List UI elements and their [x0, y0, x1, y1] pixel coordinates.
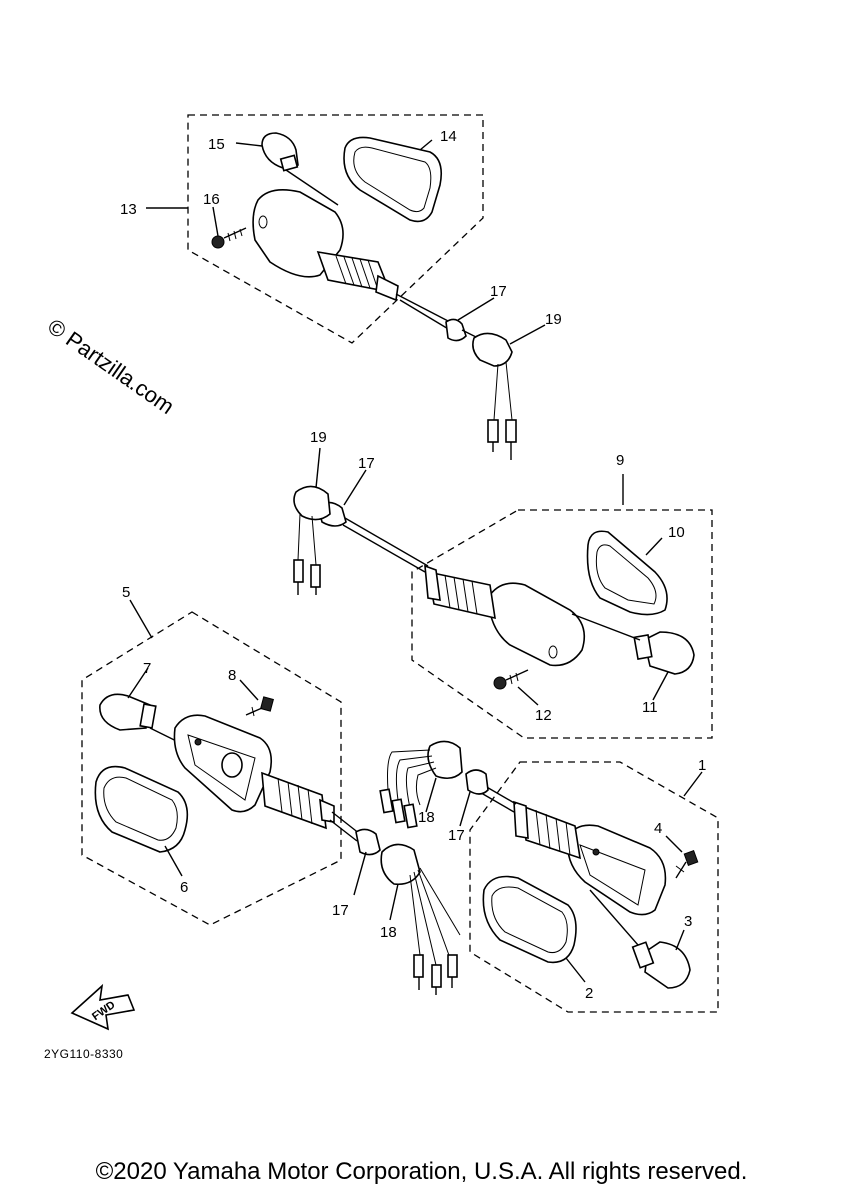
lens-10: [586, 530, 668, 616]
callout-2: 2: [585, 985, 593, 1002]
bulb-11: [633, 631, 695, 675]
screw-12: [493, 669, 529, 690]
callout-9: 9: [616, 452, 624, 469]
callout-10: 10: [668, 524, 685, 541]
callout-12: 12: [535, 707, 552, 724]
callout-17-top: 17: [490, 283, 507, 300]
lens-6: [94, 765, 189, 853]
callout-19-top: 19: [545, 311, 562, 328]
connector-18-left: [329, 811, 461, 995]
screw-8: [245, 696, 274, 717]
flasher-assembly-rear-right: [411, 474, 713, 739]
callout-8: 8: [228, 667, 236, 684]
connector-19-middle: [293, 447, 429, 595]
housing-9: [487, 582, 586, 667]
screw-4: [675, 850, 699, 879]
callout-14: 14: [440, 128, 457, 145]
callout-6: 6: [180, 879, 188, 896]
diagram-code: 2YG110-8330: [44, 1047, 123, 1061]
callout-18-upper: 18: [418, 809, 435, 826]
callout-7: 7: [143, 660, 151, 677]
callout-4: 4: [654, 820, 662, 837]
callout-3: 3: [684, 913, 692, 930]
lens-2: [482, 875, 577, 964]
bulb-15: [261, 132, 299, 172]
callout-11: 11: [642, 699, 658, 716]
partzilla-watermark: © Partzilla.com: [43, 314, 179, 420]
callout-labels: 1 2 3 4 5 6 7 8 9 10 11 12 13 14 15 16 1…: [120, 128, 706, 1002]
callout-5: 5: [122, 584, 130, 601]
callout-15: 15: [208, 136, 225, 153]
lens-14: [343, 136, 443, 223]
connector-18-right: [379, 740, 517, 829]
flasher-assembly-front-left: [81, 599, 342, 926]
bulb-7: [99, 693, 157, 731]
housing-1: [566, 824, 667, 916]
callout-1: 1: [698, 757, 706, 774]
callout-17-lower-left: 17: [332, 902, 349, 919]
flasher-assembly-rear-left: [146, 114, 484, 344]
callout-13: 13: [120, 201, 137, 218]
callout-16: 16: [203, 191, 220, 208]
flasher-assembly-front-right: [469, 761, 719, 1013]
copyright-notice: ©2020 Yamaha Motor Corporation, U.S.A. A…: [95, 1158, 748, 1185]
callout-17-lower-right: 17: [448, 827, 465, 844]
connector-19-top: [472, 324, 546, 460]
bulb-3: [631, 941, 691, 989]
callout-18-lower: 18: [380, 924, 397, 941]
fwd-arrow-icon: FWD: [70, 983, 136, 1031]
callout-17-middle: 17: [358, 455, 375, 472]
callout-19-middle: 19: [310, 429, 327, 446]
